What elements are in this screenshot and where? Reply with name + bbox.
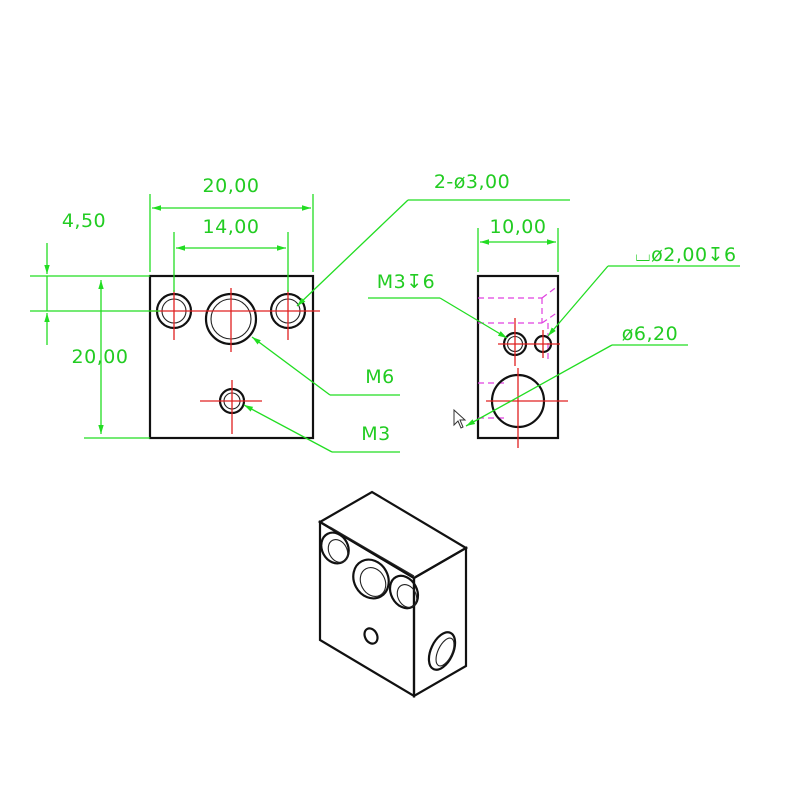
dim-side-width: 10,00 [477,216,559,272]
dim-front-width-label: 20,00 [203,175,260,197]
leader-side-small-hole-label: ⌴ø2,00↧6 [635,244,736,266]
leader-side-m3-label: M3↧6 [377,271,436,293]
front-centerlines [150,288,320,434]
dim-front-offset-label: 4,50 [62,210,106,232]
leader-front-holes-label: 2-ø3,00 [434,171,510,193]
leader-front-m3: M3 [243,404,400,453]
iso-right-face [412,546,468,698]
dim-front-hole-spacing-label: 14,00 [203,216,260,238]
dim-side-width-label: 10,00 [490,216,547,238]
iso-left-hole [320,531,350,565]
side-centerlines [486,318,568,448]
leader-side-large-hole: ø6,20 [465,323,688,427]
iso-side-large-hole [427,631,457,671]
side-view: 10,00 M3↧6 ⌴ø2,00↧6 ø6,20 [368,216,740,448]
iso-m6-hole [352,558,390,600]
mouse-cursor-icon [453,408,467,429]
leader-side-m3: M3↧6 [368,271,508,339]
leader-front-m6-label: M6 [365,366,394,388]
isometric-view [317,490,469,698]
leader-front-m6: M6 [251,336,400,396]
leader-side-large-hole-label: ø6,20 [622,323,678,345]
leader-front-holes: 2-ø3,00 [296,171,570,307]
iso-m3-hole [363,627,379,645]
dim-front-height: 20,00 [72,280,150,439]
leader-front-m3-label: M3 [361,423,390,445]
dim-front-height-label: 20,00 [72,346,129,368]
iso-right-hole [388,574,420,610]
front-view: 20,00 14,00 4,50 20,00 2-ø3, [30,171,570,453]
leader-side-small-hole: ⌴ø2,00↧6 [547,244,740,337]
dim-front-hole-spacing: 14,00 [173,216,289,292]
dim-front-width: 20,00 [149,175,314,272]
dim-front-offset: 4,50 [30,210,160,345]
front-view-outline [148,274,315,440]
